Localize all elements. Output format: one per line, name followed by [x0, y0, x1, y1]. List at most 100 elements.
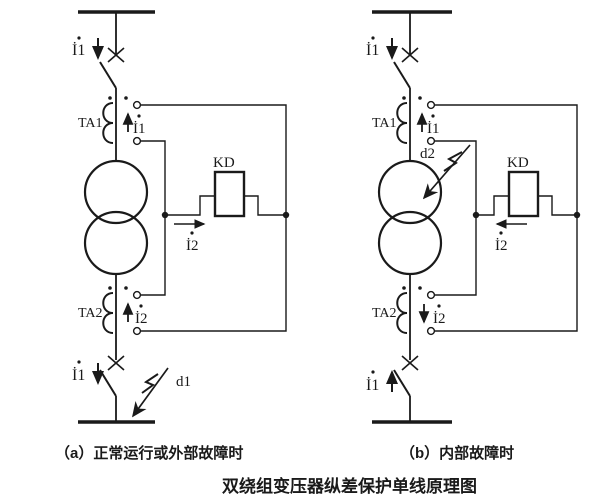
- wire-relay-left-lead: [165, 195, 215, 216]
- wire-ta2-bottom-to-right-bus: [140, 215, 287, 332]
- ct-ta1-b-current-label: İ1: [427, 121, 440, 137]
- wire-ta1-top-to-right-bus-b: [434, 104, 578, 215]
- bottom-breaker-b: [393, 338, 419, 422]
- ct-ta2-a-label: TA2: [78, 306, 103, 321]
- phasor-dot: [77, 36, 81, 40]
- phasor-dot: [437, 304, 441, 308]
- transformer-a-winding-primary: [83, 159, 149, 225]
- phasor-dot: [371, 36, 375, 40]
- relay-kd-b-label: KD: [507, 155, 529, 171]
- relay-kd-b: KD: [507, 155, 540, 218]
- caption-a: （a）正常运行或外部故障时: [55, 444, 243, 462]
- panel-b: İ1 TA1 İ1 d2: [366, 10, 581, 462]
- wire-relay-right-lead-b: [538, 195, 577, 216]
- transformer-b-winding-primary: [377, 159, 443, 225]
- ct-ta1-b: TA1 İ1: [372, 96, 440, 148]
- ct-ta2-b-coil: [396, 292, 408, 334]
- bottom-current-label-a: İ1: [72, 360, 104, 385]
- differential-current-b: İ2: [495, 219, 527, 254]
- bottom-current-label-a-text: İ1: [72, 366, 85, 384]
- polarity-dot: [402, 96, 406, 100]
- secondary-wiring-a: [140, 104, 287, 332]
- ct-ta2-b-label: TA2: [372, 306, 397, 321]
- ct-ta2-b: TA2 İ2: [372, 286, 446, 338]
- polarity-dot: [124, 96, 128, 100]
- top-current-label-b: İ1: [366, 36, 398, 60]
- ct-ta1-a-current-label: İ1: [133, 121, 146, 137]
- wire-ta2-bottom-to-right-bus-b: [434, 215, 578, 332]
- top-breaker-a: [99, 47, 125, 89]
- ct-ta1-b-terminal-bottom: [426, 136, 436, 146]
- fault-d2-arrow: [422, 144, 471, 200]
- junction-node-left-a: [161, 211, 169, 219]
- polarity-dot: [418, 96, 422, 100]
- phasor-dot: [371, 370, 375, 374]
- wire-ta2-top-up-b: [434, 215, 477, 296]
- bottom-current-label-b-text: İ1: [366, 376, 379, 394]
- panel-a: İ1 TA1 İ1: [55, 10, 290, 462]
- ct-ta1-a-label: TA1: [78, 116, 103, 131]
- ct-ta1-a-terminal-top: [132, 100, 142, 110]
- junction-node-right-a: [282, 211, 290, 219]
- phasor-dot: [499, 231, 503, 235]
- ct-ta1-a-coil: [102, 102, 114, 144]
- relay-kd-a: KD: [213, 155, 246, 218]
- ct-ta2-b-terminal-top: [426, 290, 436, 300]
- relay-kd-b-box: [507, 170, 540, 218]
- ct-ta2-a: TA2 İ2: [78, 286, 148, 338]
- phasor-dot: [431, 114, 435, 118]
- wire-relay-left-lead-b: [476, 195, 509, 216]
- polarity-dot: [402, 286, 406, 290]
- fault-d1-a: d1: [131, 367, 191, 418]
- top-current-label-a-text: İ1: [72, 41, 85, 59]
- polarity-dot: [108, 286, 112, 290]
- fault-d1-bolt: [141, 373, 159, 394]
- wire-ta2-top-up: [140, 215, 166, 296]
- relay-kd-a-box: [213, 170, 246, 218]
- phasor-dot: [137, 114, 141, 118]
- ct-ta1-a-terminal-bottom: [132, 136, 142, 146]
- polarity-dot: [124, 286, 128, 290]
- transformer-a: [83, 148, 149, 290]
- wire-ta1-bottom-down-b: [434, 140, 477, 215]
- ct-ta2-a-terminal-top: [132, 290, 142, 300]
- ct-ta2-b-terminal-bottom: [426, 326, 436, 336]
- wire-ta1-bottom-down: [140, 140, 166, 215]
- phasor-dot: [77, 360, 81, 364]
- top-current-label-b-text: İ1: [366, 41, 379, 59]
- wire-ta1-top-to-right-bus: [140, 104, 287, 215]
- ct-ta1-b-coil: [396, 102, 408, 144]
- ct-ta2-a-terminal-bottom: [132, 326, 142, 336]
- differential-current-b-label: İ2: [495, 238, 508, 254]
- polarity-dot: [418, 286, 422, 290]
- figure-title: 双绕组变压器纵差保护单线原理图: [222, 476, 477, 496]
- differential-current-a: İ2: [174, 219, 206, 254]
- fault-d2-b: d2: [420, 144, 471, 200]
- relay-kd-a-label: KD: [213, 155, 235, 171]
- ct-ta2-a-coil: [102, 292, 114, 334]
- top-current-label-a: İ1: [72, 36, 104, 60]
- ct-ta2-a-current-label: İ2: [135, 311, 148, 327]
- bottom-current-label-b: İ1: [366, 370, 398, 394]
- fault-d1-arrow: [131, 367, 169, 418]
- caption-b: （b）内部故障时: [400, 444, 514, 462]
- fault-d2-label: d2: [420, 146, 435, 162]
- transformer-b: [377, 148, 443, 290]
- junction-node-left-b: [472, 211, 480, 219]
- differential-current-a-label: İ2: [186, 238, 199, 254]
- fault-d1-label: d1: [176, 374, 191, 390]
- fault-d2-bolt: [443, 151, 463, 172]
- phasor-dot: [139, 304, 143, 308]
- wire-relay-right-lead: [244, 195, 286, 216]
- polarity-dot: [108, 96, 112, 100]
- ct-ta1-b-terminal-top: [426, 100, 436, 110]
- junction-node-right-b: [573, 211, 581, 219]
- secondary-wiring-b: [434, 104, 578, 332]
- ct-ta1-a: TA1 İ1: [78, 96, 146, 148]
- phasor-dot: [190, 231, 194, 235]
- ct-ta1-b-label: TA1: [372, 116, 397, 131]
- ct-ta2-b-current-label: İ2: [433, 311, 446, 327]
